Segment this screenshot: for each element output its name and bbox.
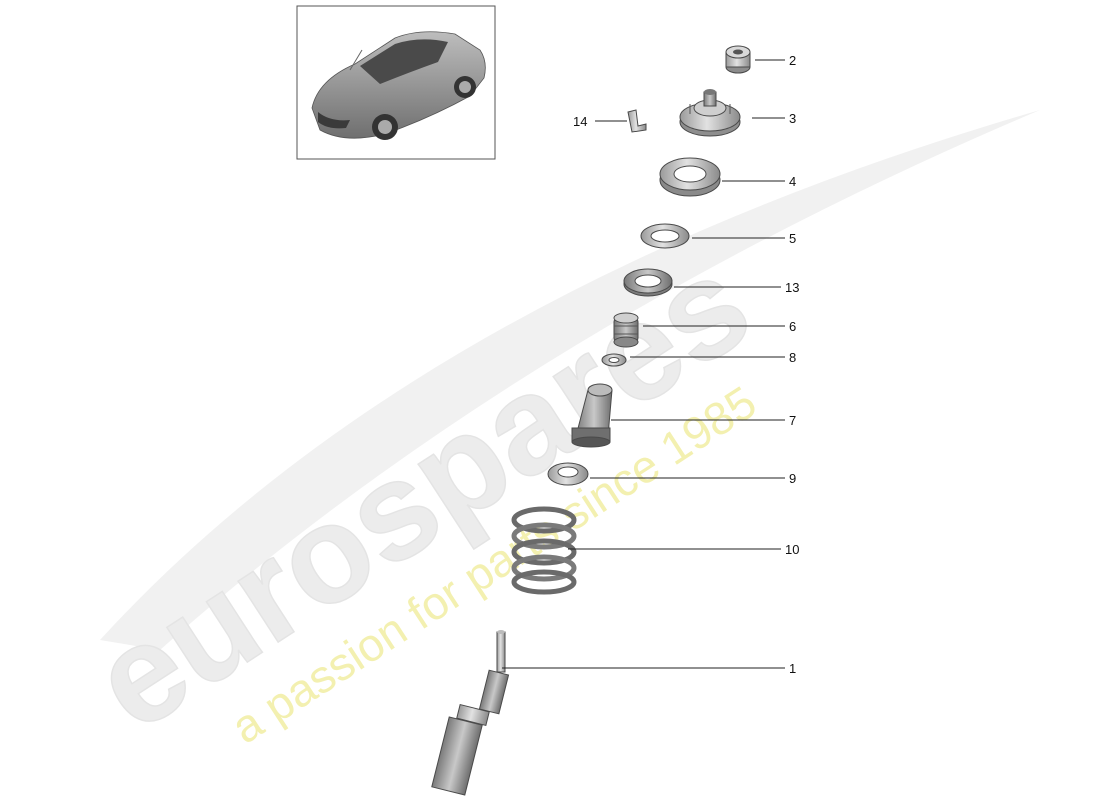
part-flat-washer[interactable]: [640, 223, 690, 249]
car-icon: [311, 31, 486, 140]
callout-2[interactable]: 2: [755, 53, 796, 68]
part-top-nut[interactable]: [725, 45, 751, 74]
callout-8[interactable]: 8: [630, 350, 796, 365]
callout-label: 1: [789, 661, 796, 676]
callout-label: 4: [789, 174, 796, 189]
callout-4[interactable]: 4: [722, 174, 796, 189]
callout-label: 8: [789, 350, 796, 365]
callout-10[interactable]: 10: [568, 542, 799, 557]
callout-13[interactable]: 13: [674, 280, 799, 295]
callout-label: 13: [785, 280, 799, 295]
part-strut-mount[interactable]: [679, 89, 741, 137]
part-bearing-ring[interactable]: [659, 157, 721, 197]
callout-6[interactable]: 6: [643, 319, 796, 334]
watermark: eurospares a passion for parts since 198…: [67, 110, 1040, 761]
callout-9[interactable]: 9: [590, 471, 796, 486]
watermark-swoosh: [100, 110, 1040, 650]
callout-14[interactable]: 14: [573, 114, 627, 129]
watermark-brand: eurospares: [67, 226, 775, 760]
callout-1[interactable]: 1: [502, 661, 796, 676]
callout-label: 14: [573, 114, 587, 129]
callout-label: 3: [789, 111, 796, 126]
callout-label: 5: [789, 231, 796, 246]
part-shock-absorber[interactable]: [431, 630, 510, 796]
callout-label: 6: [789, 319, 796, 334]
part-coil-spring[interactable]: [511, 506, 577, 595]
part-small-washer[interactable]: [601, 353, 627, 367]
part-dust-boot[interactable]: [571, 383, 613, 448]
part-clip[interactable]: [627, 109, 647, 133]
callout-label: 7: [789, 413, 796, 428]
callout-7[interactable]: 7: [611, 413, 796, 428]
callout-label: 9: [789, 471, 796, 486]
car-thumbnail[interactable]: [296, 5, 496, 160]
part-lower-spring-seat[interactable]: [547, 462, 589, 486]
part-spring-pad[interactable]: [623, 268, 673, 297]
callout-label: 10: [785, 542, 799, 557]
callout-3[interactable]: 3: [752, 111, 796, 126]
callout-5[interactable]: 5: [692, 231, 796, 246]
callout-label: 2: [789, 53, 796, 68]
part-bump-stop[interactable]: [613, 312, 639, 348]
